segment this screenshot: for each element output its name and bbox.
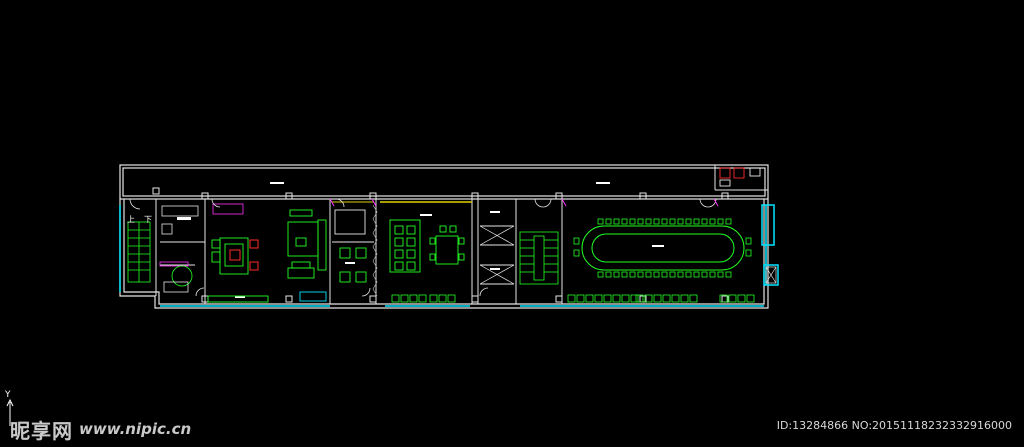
conference-chairs [573, 218, 752, 278]
conference-table [581, 225, 745, 271]
window-seat [653, 294, 662, 303]
conference-chair [629, 271, 636, 278]
conference-chair [573, 237, 580, 245]
conference-chair [677, 218, 684, 225]
conference-chair [717, 218, 724, 225]
conference-chair [653, 218, 660, 225]
structural-columns [152, 187, 729, 303]
window-seat [746, 294, 755, 303]
small-office-furniture [161, 205, 199, 293]
window-seat [728, 294, 737, 303]
meeting-room-furniture [389, 219, 465, 273]
door-swings [129, 198, 717, 297]
conference-chair [693, 218, 700, 225]
conference-chair [613, 218, 620, 225]
window-seat [418, 294, 427, 303]
conference-chair [725, 271, 732, 278]
window-seat [680, 294, 689, 303]
watermark-url: www.nipic.cn [79, 420, 192, 438]
conference-chair [613, 271, 620, 278]
window-seat [400, 294, 409, 303]
watermark: 昵享网 www.nipic.cn [10, 414, 191, 444]
conference-chair [745, 237, 752, 245]
door-accent-marks [329, 198, 719, 207]
axis-y-label: Y [4, 390, 11, 400]
conference-chair [669, 218, 676, 225]
conference-chair [685, 271, 692, 278]
restroom-fixtures [719, 167, 761, 187]
glass-curtain-wall [119, 204, 779, 307]
window-seat [594, 294, 603, 303]
conference-chair [693, 271, 700, 278]
conference-chair [709, 218, 716, 225]
window-seat [719, 294, 728, 303]
window-seat [689, 294, 698, 303]
window-seat [603, 294, 612, 303]
conference-chair [725, 218, 732, 225]
window-side-seating [391, 294, 755, 303]
window-seat [429, 294, 438, 303]
stair-up-label: 上 [127, 215, 135, 224]
reception-desk [159, 203, 244, 267]
center-stair [519, 231, 559, 285]
left-stair [127, 221, 151, 283]
lounge-furniture [207, 209, 367, 303]
conference-chair [645, 218, 652, 225]
ucs-axis-icon: Y [4, 390, 14, 426]
window-seat [409, 294, 418, 303]
window-seat [612, 294, 621, 303]
hatched-column [372, 204, 378, 297]
conference-chair [701, 271, 708, 278]
conference-chair [573, 249, 580, 257]
interior-partitions [124, 165, 768, 304]
room-label-marks [177, 182, 664, 298]
conference-chair [717, 271, 724, 278]
window-seat [671, 294, 680, 303]
elevator-shafts [479, 225, 777, 285]
conference-chair [661, 218, 668, 225]
conference-chair [621, 271, 628, 278]
window-seat [585, 294, 594, 303]
conference-chair [605, 271, 612, 278]
conference-chair [709, 271, 716, 278]
window-seat [630, 294, 639, 303]
conference-chair [605, 218, 612, 225]
conference-chair [661, 271, 668, 278]
window-seat [635, 294, 644, 303]
conference-chair [677, 271, 684, 278]
watermark-brand: 昵享网 [10, 418, 73, 443]
window-seat [438, 294, 447, 303]
conference-chair [685, 218, 692, 225]
window-seat [644, 294, 653, 303]
conference-chair [637, 271, 644, 278]
conference-chair [597, 271, 604, 278]
window-seat [567, 294, 576, 303]
conference-chair [621, 218, 628, 225]
conference-chair [745, 249, 752, 257]
window-seat [447, 294, 456, 303]
conference-chair [653, 271, 660, 278]
window-seat [621, 294, 630, 303]
window-seat [737, 294, 746, 303]
window-seat [391, 294, 400, 303]
conference-chair [597, 218, 604, 225]
window-seat [662, 294, 671, 303]
image-id-text: ID:13284866 NO:20151118232332916000 [776, 419, 1012, 432]
conference-chair [645, 271, 652, 278]
window-seat [576, 294, 585, 303]
conference-chair [629, 218, 636, 225]
lounge-accent-chairs [229, 239, 259, 271]
conference-chair [701, 218, 708, 225]
outer-walls [119, 164, 769, 309]
conference-chair [637, 218, 644, 225]
conference-chair [669, 271, 676, 278]
stair-down-label: 下 [144, 215, 152, 224]
